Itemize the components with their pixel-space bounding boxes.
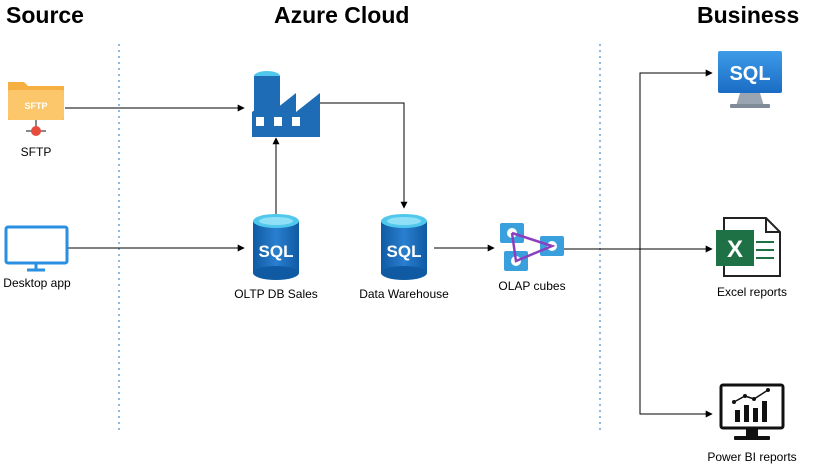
svg-text:SQL: SQL (259, 242, 294, 261)
label-sftp: SFTP (20, 145, 52, 159)
svg-text:SQL: SQL (729, 63, 770, 85)
svg-text:SFTP: SFTP (24, 101, 47, 111)
label-oltp-db-sales: OLTP DB Sales (234, 287, 318, 301)
heading-business: Business (697, 2, 800, 28)
label-data-warehouse: Data Warehouse (359, 287, 449, 301)
analysis-services-icon (500, 223, 564, 271)
svg-text:SQL: SQL (387, 242, 422, 261)
edge-olap-to-powerbi (639, 249, 713, 418)
sql-database-icon-oltp: SQL (253, 214, 299, 280)
label-powerbi-reports: Power BI reports (707, 450, 797, 464)
edge-factory-to-warehouse (320, 102, 408, 209)
heading-source: Source (6, 2, 84, 28)
excel-icon: X (716, 217, 781, 277)
heading-azure-cloud: Azure Cloud (274, 2, 410, 28)
label-desktop-app: Desktop app (3, 276, 71, 290)
data-factory-icon (252, 71, 320, 137)
sql-vm-icon: SQL (718, 51, 782, 108)
svg-text:X: X (727, 236, 743, 263)
label-olap-cubes: OLAP cubes (498, 279, 566, 293)
sftp-folder-icon: SFTP (8, 82, 64, 136)
label-excel-reports: Excel reports (716, 285, 788, 299)
edge-olap-to-sqlvm (639, 69, 713, 249)
sql-database-icon-warehouse: SQL (381, 214, 427, 280)
monitor-icon (4, 225, 69, 272)
powerbi-monitor-icon (719, 383, 785, 440)
